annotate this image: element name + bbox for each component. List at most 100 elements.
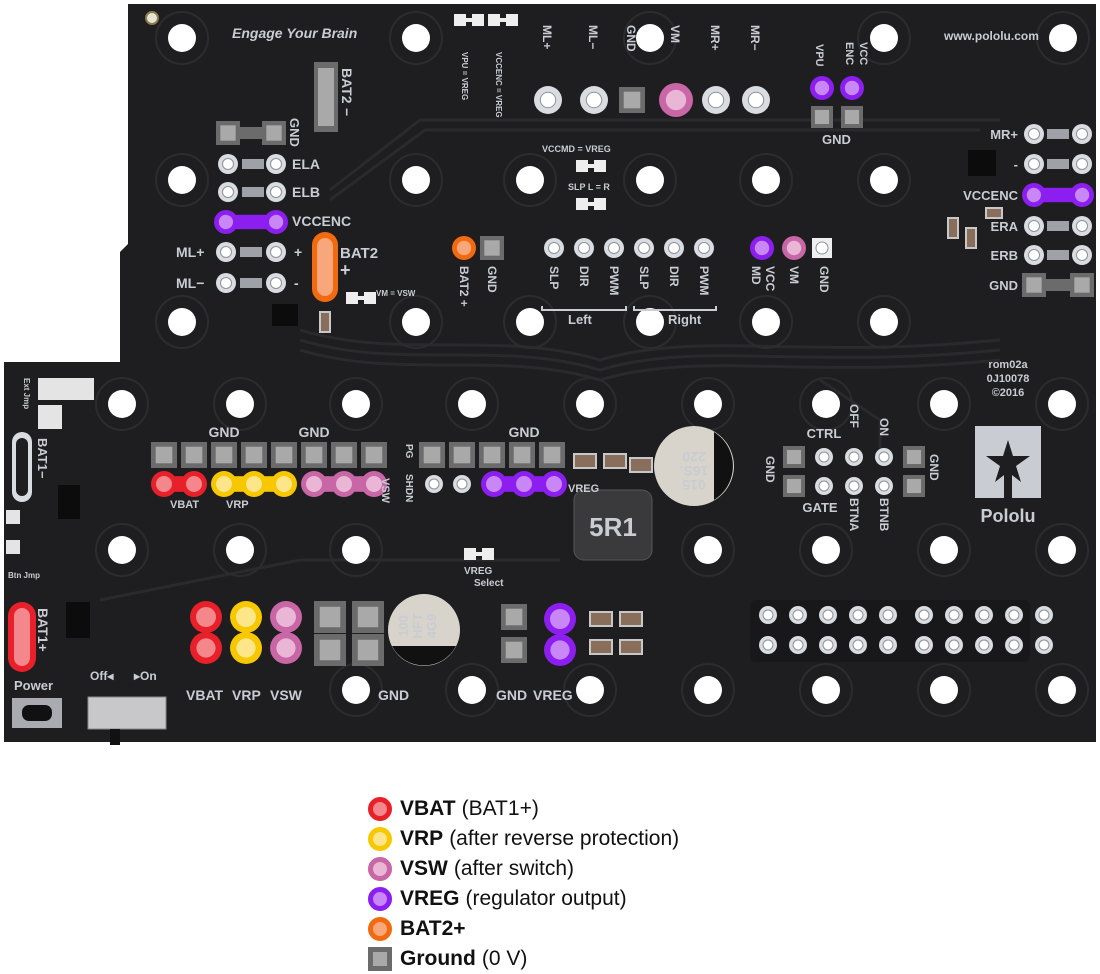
gnd-pad-center [215, 446, 233, 464]
slogan-text: Engage Your Brain [232, 25, 357, 41]
vbat-row-label: VBAT [170, 499, 199, 511]
bat1-minus-slot [16, 438, 28, 496]
mounting-hole [636, 24, 664, 52]
power-switch[interactable] [87, 696, 167, 730]
encoder-label-ela: ELA [292, 156, 320, 172]
gnd-pad-center [453, 446, 471, 464]
pin-center [219, 215, 233, 229]
bat2-minus-pad-center [318, 68, 334, 126]
jumper-pad [594, 160, 606, 172]
gnd-pad-center [513, 446, 531, 464]
jumper-label-vccenc: VCCENC = VREG [494, 52, 503, 118]
pin-hole [428, 478, 440, 490]
vreg-select-label-2: Select [474, 578, 504, 589]
group-right-label: Right [668, 312, 702, 327]
pin-hole [220, 246, 232, 258]
group-left-label: Left [568, 312, 593, 327]
vpu-label: VPU [813, 44, 825, 67]
ctrl-gnd-label-right: GND [927, 454, 941, 481]
power-button-label: Power [14, 678, 53, 693]
hole-ring [503, 295, 557, 349]
ic-chip [58, 485, 80, 519]
gnd-pad-center [505, 641, 523, 659]
hole-ring [389, 153, 443, 207]
jumper-trace [356, 296, 366, 300]
pin-center [814, 80, 830, 96]
smd-component [589, 611, 613, 627]
mounting-hole [636, 308, 664, 336]
legend-item-vrp: VRP(after reverse protection) [368, 824, 679, 854]
mounting-hole [402, 308, 430, 336]
mid-header-label: SLP [637, 266, 651, 289]
trace-pad [242, 159, 264, 169]
pin-hole [1076, 128, 1088, 140]
hole-ring [445, 377, 499, 431]
btnb-label: BTNB [877, 498, 891, 532]
mounting-hole [930, 676, 958, 704]
ctrl-gnd-label-left: GND [763, 456, 777, 483]
jumper-pad [472, 14, 484, 26]
smd-component [319, 311, 331, 333]
legend-description: (regulator output) [465, 887, 627, 910]
pin-center [246, 476, 262, 492]
btn-jumper-pad [6, 510, 20, 524]
hole-ring [623, 153, 677, 207]
jumper-label-vpu: VPU = VREG [460, 52, 469, 100]
btn-jumper-label: Btn Jmp [8, 571, 40, 580]
ext-jumper-pad [38, 378, 94, 400]
gnd-pad-center [319, 606, 341, 628]
mounting-hole [108, 390, 136, 418]
mounting-hole [752, 308, 780, 336]
gnd-pad-center [505, 608, 523, 626]
mounting-hole [108, 536, 136, 564]
hole-ring [389, 11, 443, 65]
gnd-pad-center [543, 446, 561, 464]
pin-hole [1008, 609, 1020, 621]
mid-header-label: PWM [697, 266, 711, 295]
jumper-pad [506, 14, 518, 26]
hole-ring [329, 523, 383, 577]
mounting-hole [342, 390, 370, 418]
right-encoder-label-erb: ERB [991, 248, 1018, 263]
mid-header-label: MD [749, 266, 763, 285]
mounting-hole [1048, 390, 1076, 418]
pin-center [550, 640, 570, 660]
inductor [573, 489, 653, 561]
top-header-label: ML+ [540, 25, 554, 49]
gnd-pad-center [1074, 277, 1090, 293]
gnd-pad-center [365, 446, 383, 464]
pololu-logo-text: Pololu [981, 506, 1036, 526]
ic-chip [968, 150, 996, 176]
hole-ring [213, 377, 267, 431]
hole-ring [799, 377, 853, 431]
legend-circle-icon [368, 857, 392, 881]
switch-lever[interactable] [110, 729, 120, 745]
pin-hole [1076, 220, 1088, 232]
capacitor-stripe [714, 432, 733, 500]
logo-trunk [1004, 470, 1012, 498]
vreg-bridge [226, 214, 276, 230]
mid-header-label: VM [787, 266, 801, 284]
ext-jumper-label: Ext Jmp [22, 378, 31, 409]
hole-ring [563, 663, 617, 717]
power-button-cap[interactable] [22, 705, 52, 721]
gnd-pad-center [483, 446, 501, 464]
hole-ring [155, 153, 209, 207]
jumper-pad [482, 548, 494, 560]
mounting-hole [930, 390, 958, 418]
pin-hole [270, 186, 282, 198]
pin-center [276, 607, 296, 627]
pin-hole [882, 639, 894, 651]
gnd-pad-center [786, 478, 802, 494]
pin-hole [270, 277, 282, 289]
right-encoder-label-era: ERA [991, 219, 1019, 234]
revision-line-2: 0J10078 [987, 373, 1030, 385]
pin-hole [270, 246, 282, 258]
pin-hole [1076, 249, 1088, 261]
gnd-pad-center [185, 446, 203, 464]
mounting-hole [516, 308, 544, 336]
gnd-pad-center [906, 478, 922, 494]
capacitor-small-marking: HFT [410, 613, 425, 638]
pin-hole [539, 91, 557, 109]
